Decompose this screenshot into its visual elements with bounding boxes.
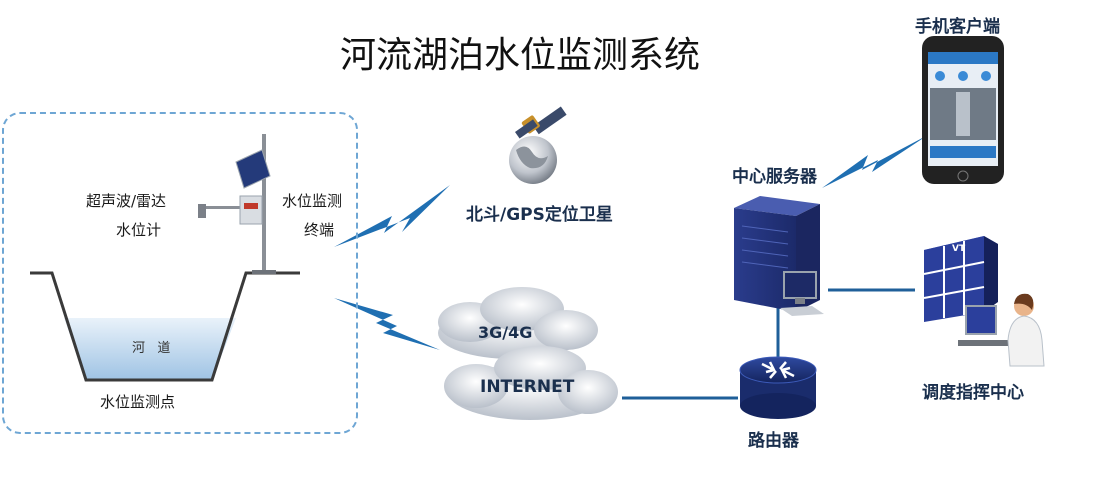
operator-hair xyxy=(1014,293,1034,310)
river-label: 河 道 xyxy=(132,341,171,356)
sensor-head xyxy=(198,204,206,218)
operator-body xyxy=(1007,315,1045,367)
server-keyboard xyxy=(780,306,824,316)
phone-icon xyxy=(922,36,1004,184)
wireless-links xyxy=(334,135,928,350)
terminal-logo xyxy=(244,203,258,209)
wireless-link-mobile xyxy=(822,135,928,188)
station-pole xyxy=(262,134,266,274)
monitoring-site-frame xyxy=(2,112,358,434)
connection-lines xyxy=(622,288,915,400)
server-monitor xyxy=(783,271,817,299)
river-water xyxy=(64,318,236,380)
cloud-3g4g-label: 3G/4G xyxy=(478,323,533,342)
sensor-label-line2: 水位计 xyxy=(116,221,162,239)
router-label: 路由器 xyxy=(748,431,799,451)
cloud-internet-label: INTERNET xyxy=(480,377,575,397)
dispatch-center-label: 调度指挥中心 xyxy=(922,383,1024,403)
operator-icon xyxy=(958,293,1045,367)
page-title: 河流湖泊水位监测系统 xyxy=(339,35,700,76)
sensor-label: 超声波/雷达 xyxy=(86,192,167,210)
wireless-link-cloud xyxy=(334,298,440,350)
operator-monitor xyxy=(965,305,997,335)
video-wall-icon xyxy=(923,236,998,322)
terminal-label-line2: 终端 xyxy=(304,221,335,239)
monitoring-point-label: 水位监测点 xyxy=(100,393,176,411)
satellite-label: 北斗/GPS定位卫星 xyxy=(466,205,613,225)
satellite-icon xyxy=(509,106,567,184)
solar-panel xyxy=(235,149,271,189)
station-base xyxy=(252,270,276,274)
monitoring-station xyxy=(198,134,276,274)
mobile-client-label: 手机客户端 xyxy=(915,17,1000,37)
video-wall-badge: VT xyxy=(952,244,966,254)
terminal-label: 水位监测 xyxy=(282,192,343,210)
sensor-arm xyxy=(200,206,264,209)
wireless-link-satellite xyxy=(334,185,450,247)
router-icon xyxy=(739,356,817,419)
server-label: 中心服务器 xyxy=(732,167,817,187)
cloud-internet xyxy=(444,346,618,420)
cloud-3g4g xyxy=(438,287,598,359)
operator-desk xyxy=(958,340,1028,346)
server-icon xyxy=(734,196,824,316)
